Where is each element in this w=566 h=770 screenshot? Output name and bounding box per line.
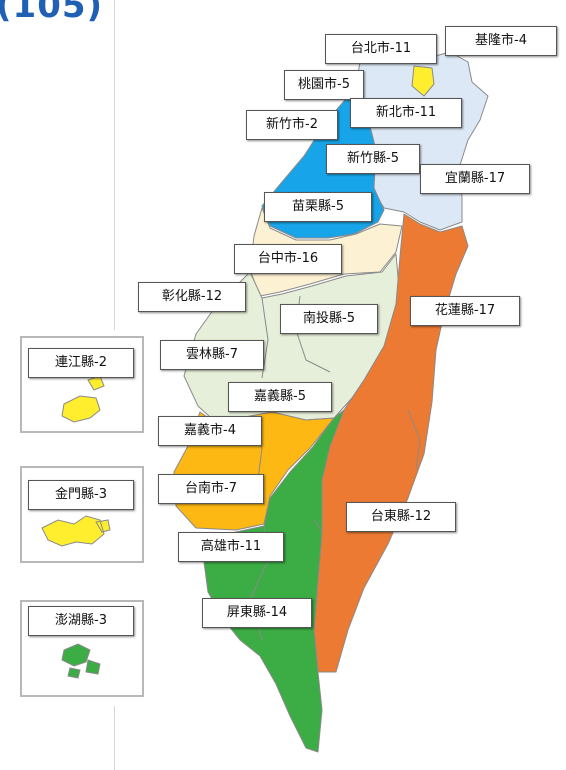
island-kinmen — [41, 515, 111, 547]
label-kaohsiung: 高雄市-11 — [178, 532, 284, 562]
region-hualien-taitung — [313, 213, 469, 673]
boundary-lines — [239, 295, 421, 641]
label-lienchiang: 連江縣-2 — [28, 348, 134, 378]
label-taipei: 台北市-11 — [325, 34, 437, 64]
label-yunlin: 雲林縣-7 — [160, 340, 264, 370]
label-taoyuan: 桃園市-5 — [284, 70, 364, 100]
label-miaoli: 苗栗縣-5 — [264, 192, 372, 222]
divider-line-bottom — [114, 706, 115, 770]
label-chiayi-county: 嘉義縣-5 — [228, 382, 332, 412]
label-taitung: 台東縣-12 — [346, 502, 456, 532]
label-new-taipei: 新北市-11 — [350, 98, 462, 128]
label-penghu: 澎湖縣-3 — [28, 606, 134, 636]
label-keelung: 基隆市-4 — [445, 26, 557, 56]
label-changhua: 彰化縣-12 — [138, 282, 246, 312]
label-tainan: 台南市-7 — [158, 474, 264, 504]
divider-line-top — [114, 0, 115, 330]
island-penghu — [61, 643, 101, 679]
page-title: (105) — [0, 0, 104, 26]
region-taipei — [411, 65, 435, 97]
label-hsinchu-county: 新竹縣-5 — [326, 144, 420, 174]
label-pingtung: 屏東縣-14 — [202, 598, 312, 628]
label-yilan: 宜蘭縣-17 — [420, 164, 530, 194]
label-taichung: 台中市-16 — [234, 244, 342, 274]
island-lienchiang — [61, 375, 105, 423]
label-nantou: 南投縣-5 — [280, 304, 378, 334]
label-hsinchu-city: 新竹市-2 — [246, 110, 338, 140]
label-chiayi-city: 嘉義市-4 — [158, 416, 262, 446]
label-hualien: 花蓮縣-17 — [410, 296, 520, 326]
label-kinmen: 金門縣-3 — [28, 480, 134, 510]
